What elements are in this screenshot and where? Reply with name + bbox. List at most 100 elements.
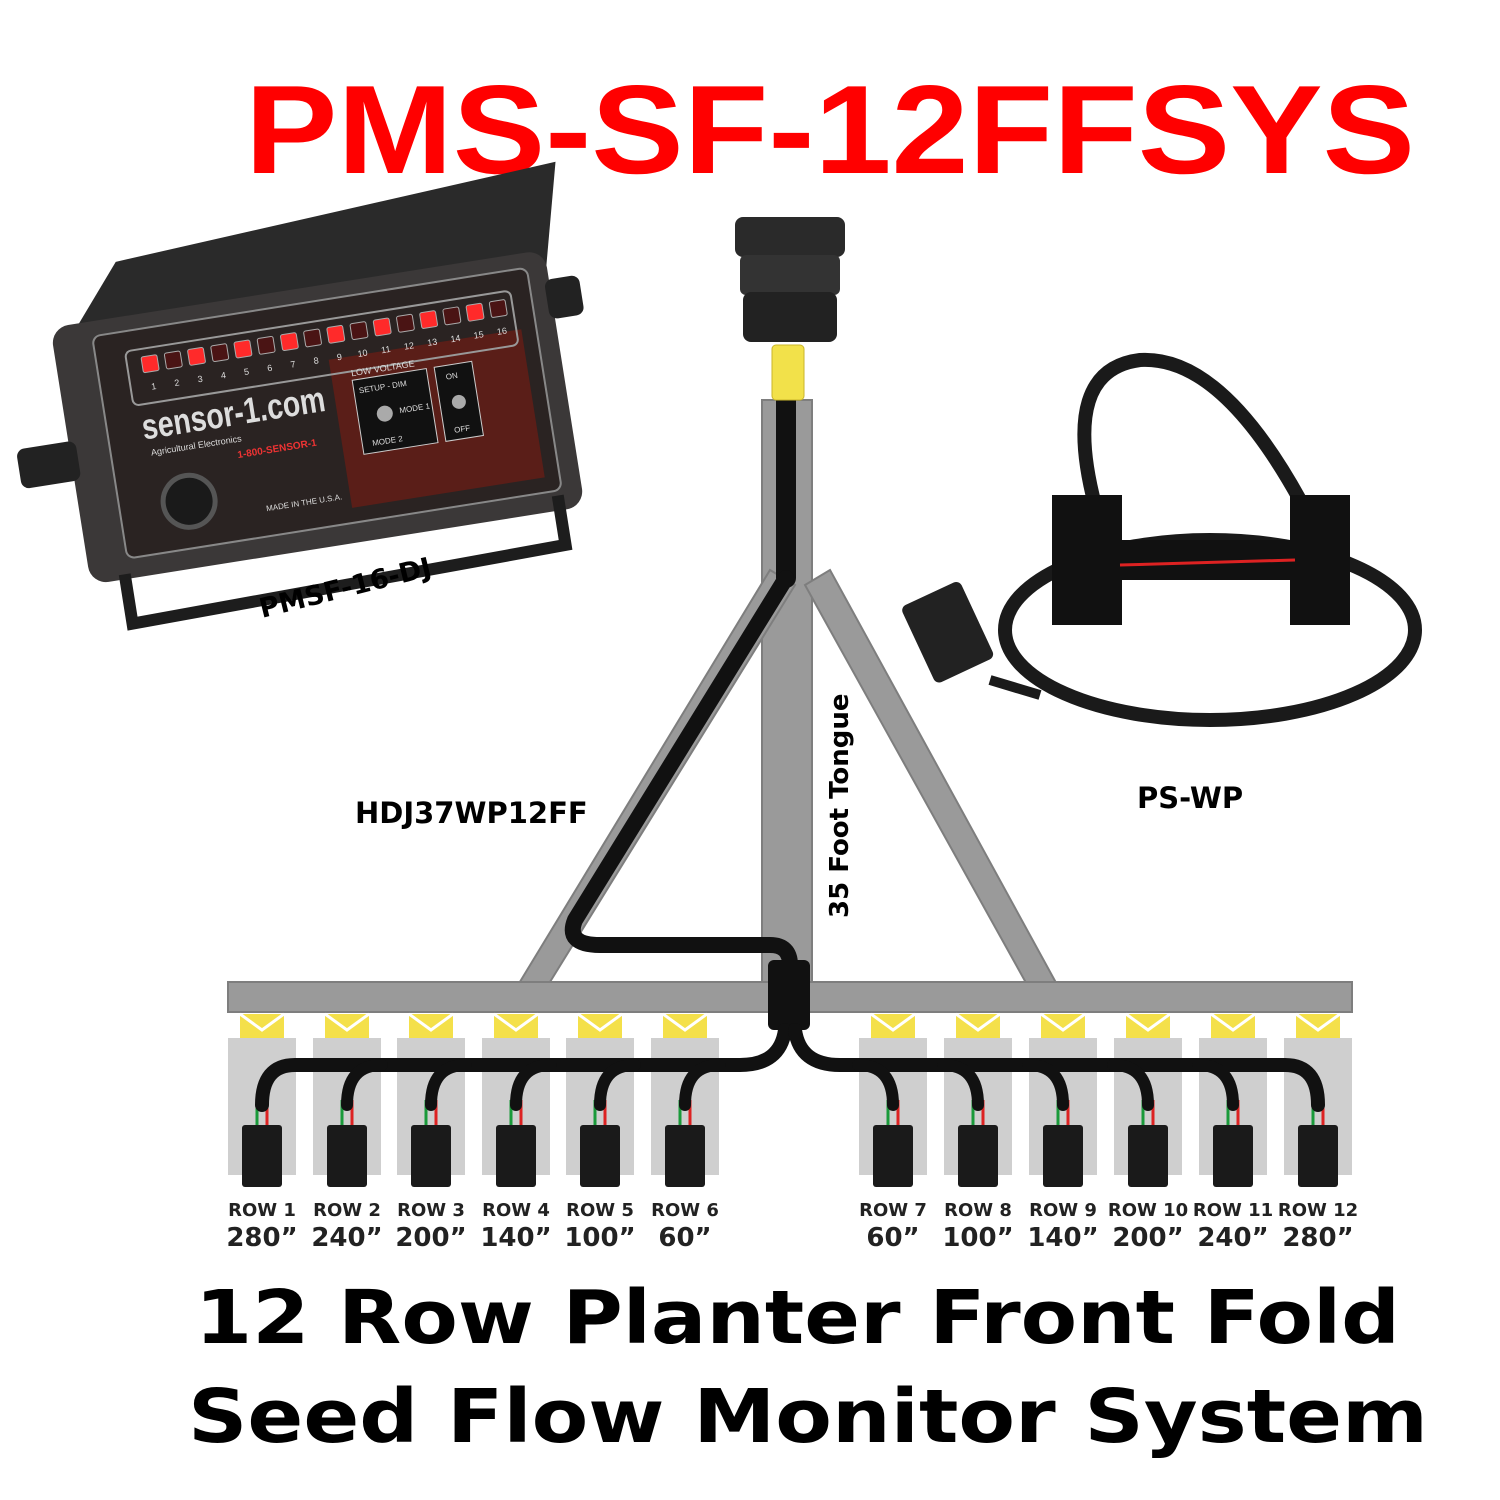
led-indicator [349,321,369,340]
sensor-connector-icon [411,1125,451,1187]
off-label: OFF [454,423,471,434]
led-indicator [140,354,160,374]
sensor-connector-icon [496,1125,536,1187]
led-number: 8 [313,355,320,366]
drop-cable [594,1059,641,1111]
sensor-connector-icon [958,1125,998,1187]
sensor-connector-icon [1298,1125,1338,1187]
drop-cable [937,1059,984,1111]
drop-cable [510,1059,557,1111]
drop-cable [679,1059,726,1111]
led-indicator [280,332,299,352]
sensor-body-left [1052,495,1122,625]
led-indicator [465,302,485,322]
led-number: 9 [336,352,343,363]
sensor-top-loop [1077,352,1307,507]
row-distance: 60” [866,1223,919,1253]
drop-cable [1192,1059,1239,1111]
left-knob [17,441,81,489]
drop-cable [1022,1059,1069,1111]
sensor-connector-icon [242,1125,282,1187]
junction [768,960,810,1030]
sensor-connector-icon [1043,1125,1083,1187]
sensor-connector-icon [1213,1125,1253,1187]
sensor-connector-icon [665,1125,705,1187]
led-number: 15 [473,329,484,340]
led-indicator [233,339,253,359]
led-number: 2 [174,377,181,388]
on-label: ON [445,371,458,382]
mount-bracket [118,494,573,631]
trunk-cable [564,570,798,1038]
led-indicator [326,324,346,344]
right-knob [545,275,584,319]
drop-cable [425,1059,472,1111]
harness-connector-icon [735,217,845,401]
sensor-connector-icon [327,1125,367,1187]
drop-cable [341,1059,388,1111]
row-distance: 100” [564,1223,635,1253]
led-indicator [303,328,322,348]
row-distance: 100” [942,1223,1013,1253]
row-distance: 280” [226,1223,297,1253]
led-number: 13 [427,337,438,348]
row-label: ROW 3 [397,1200,465,1221]
row-distance: 140” [480,1223,551,1253]
monitor-label: PMSF-16-DJ [256,552,434,625]
power-toggle-switch [451,394,466,409]
led-number: 7 [290,359,297,370]
sensor-body-right [1290,495,1350,625]
row-label: ROW 1 [228,1200,296,1221]
product-title: PMS-SF-12FFSYS [245,59,1415,200]
led-number: 1 [150,381,157,392]
led-indicator [163,350,183,370]
sensor-connector-icon [1128,1125,1168,1187]
row-label: ROW 2 [313,1200,381,1221]
led-number: 5 [243,366,250,377]
row-distance: 280” [1282,1223,1353,1253]
led-number: 3 [197,374,204,385]
row-label: ROW 11 [1193,1200,1273,1221]
left-branch-cable [255,1023,792,1112]
led-indicator [396,313,415,333]
sensor-connector-icon [580,1125,620,1187]
mode-switch-box [351,367,439,455]
led-number: 4 [220,370,227,381]
row-label: ROW 10 [1108,1200,1188,1221]
tongue-label: 35 Foot Tongue [825,693,855,918]
led-bar [124,290,519,406]
led-number: 16 [496,326,507,337]
right-branch-cable [788,1023,1325,1112]
row-label: ROW 4 [482,1200,550,1221]
led-number: 6 [266,363,273,374]
harness-label: HDJ37WP12FF [355,796,588,830]
led-indicator [210,343,230,363]
row-label: ROW 9 [1029,1200,1097,1221]
led-indicator [372,317,392,337]
led-indicator [256,335,276,355]
sensor-connector-icon [873,1125,913,1187]
led-indicator [442,306,462,326]
switch-panel [328,329,545,508]
row-distance: 60” [658,1223,711,1253]
drop-cable [1107,1059,1154,1111]
led-indicator [488,299,508,318]
led-indicator [187,346,206,366]
subtitle-line-2: Seed Flow Monitor System [188,1374,1428,1460]
led-number: 14 [450,333,461,344]
mode-toggle-switch [376,405,393,422]
row-distance: 200” [395,1223,466,1253]
sensor-plug-icon [902,581,994,683]
led-number: 12 [403,340,414,351]
led-indicator [419,310,438,329]
row-label: ROW 5 [566,1200,634,1221]
row-label: ROW 7 [859,1200,927,1221]
harness-cable [255,390,1325,1112]
row-distance: 140” [1027,1223,1098,1253]
led-number: 11 [380,344,391,355]
drop-cable [852,1059,899,1111]
row-label: ROW 12 [1278,1200,1358,1221]
row-distance: 240” [311,1223,382,1253]
